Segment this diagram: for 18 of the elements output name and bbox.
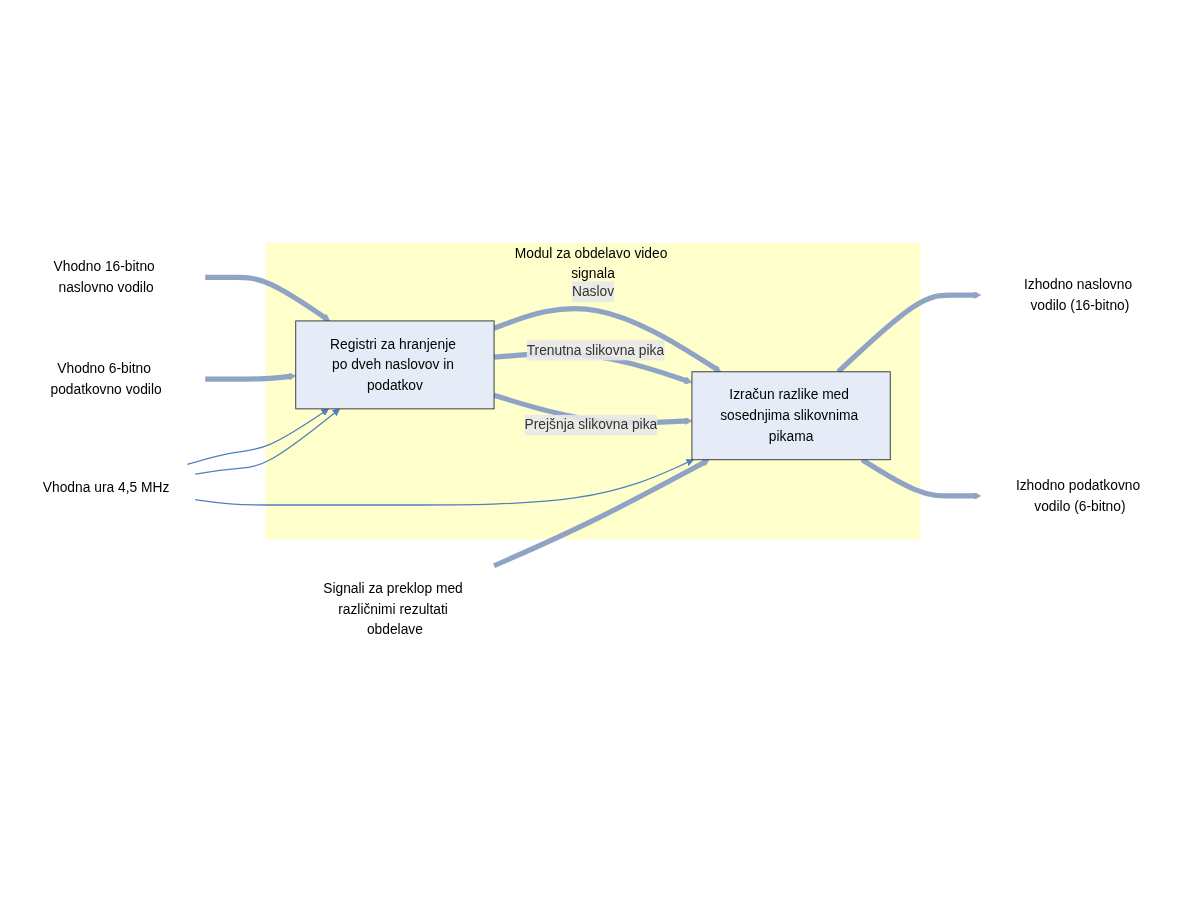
edge-label: Prejšnja slikovna pika (524, 417, 658, 433)
arrow (493, 459, 710, 569)
arrow (194, 459, 694, 507)
node-text: Izhodno naslovno vodilo (16-bitno) (1023, 277, 1133, 313)
arrow (186, 408, 329, 466)
node-text: Vhodna ura 4,5 MHz (42, 480, 170, 496)
arrow (493, 306, 722, 373)
node-box: Registri za hranjenje po dveh naslovov in podatkov (295, 320, 495, 410)
node-text: Vhodno 6-bitno podatkovno vodilo (50, 361, 162, 397)
arrow (205, 275, 331, 322)
node-box: Izračun razlike med sosednjima slikovnima pikama (691, 371, 891, 461)
edge-label: Naslov (571, 284, 615, 299)
edge-label: Trenutna slikovna pika (526, 342, 665, 358)
node-text: Signali za preklop med različnimi rezultati obdelave (323, 581, 463, 638)
arrow (205, 373, 297, 383)
node-text: Izhodno podatkovno vodilo (6-bitno) (1015, 478, 1141, 514)
node-text: Vhodno 16-bitno naslovno vodilo (53, 259, 155, 296)
arrow (194, 408, 341, 476)
